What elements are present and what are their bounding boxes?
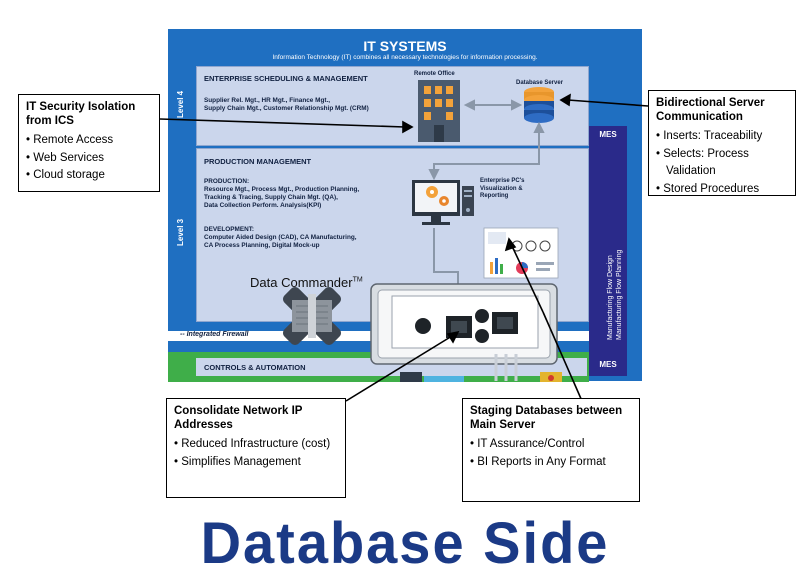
level4-text-line-1: Supplier Rel. Mgt., HR Mgt., Finance Mgt… xyxy=(204,97,331,104)
controls-heading: CONTROLS & AUTOMATION xyxy=(204,363,306,372)
production-line-2: Tracking & Tracing, Supply Chain Mgt. (Q… xyxy=(204,194,338,201)
callout-arrows xyxy=(159,93,649,402)
level4-panel xyxy=(196,66,589,146)
mes-bar xyxy=(589,126,627,376)
mes-bottom-label: MES xyxy=(599,360,617,369)
production-label: PRODUCTION: xyxy=(204,178,250,185)
list-item: Web Services xyxy=(26,150,152,168)
database-server-icon xyxy=(524,87,554,123)
callout-it-security: IT Security Isolation from ICS Remote Ac… xyxy=(18,94,160,192)
callout-consolidate: Consolidate Network IP Addresses Reduced… xyxy=(166,398,346,498)
callout-it-security-title: IT Security Isolation from ICS xyxy=(26,101,136,127)
list-item: Reduced Infrastructure (cost) xyxy=(174,436,338,454)
dashboard-report-icon xyxy=(483,227,559,279)
enterprise-pcs-label: Enterprise PC's Visualization & Reportin… xyxy=(480,178,525,199)
callout-bidirectional-title: Bidirectional Server Communication xyxy=(656,97,765,123)
list-item: Selects: Process Validation xyxy=(656,146,788,181)
list-item: Simplifies Management xyxy=(174,454,338,472)
list-item: Remote Access xyxy=(26,132,152,150)
list-item: Stored Procedures xyxy=(656,181,788,199)
development-line-2: CA Process Planning, Digital Mock-up xyxy=(204,242,320,249)
level4-heading: ENTERPRISE SCHEDULING & MANAGEMENT xyxy=(204,74,368,83)
callout-staging-title: Staging Databases between Main Server xyxy=(470,405,623,431)
office-db-link xyxy=(463,99,523,111)
footer-title: Database Side xyxy=(200,509,610,576)
callout-consolidate-title: Consolidate Network IP Addresses xyxy=(174,405,303,431)
list-item: IT Assurance/Control xyxy=(470,436,632,454)
it-systems-title: IT SYSTEMS xyxy=(363,38,447,54)
callout-bidirectional: Bidirectional Server Communication Inser… xyxy=(648,90,796,196)
it-systems-subtitle: Information Technology (IT) combines all… xyxy=(272,54,538,61)
development-line-1: Computer Aided Design (CAD), CA Manufact… xyxy=(204,234,357,241)
production-line-3: Data Collection Perform. Analysis(KPI) xyxy=(204,202,322,209)
database-server-label: Database Server xyxy=(516,80,564,86)
enterprise-pc-icon xyxy=(412,180,474,225)
production-line-1: Resource Mgt., Process Mgt., Production … xyxy=(204,186,360,193)
mes-top-label: MES xyxy=(599,130,617,139)
level4-text-line-2: Supply Chain Mgt., Customer Relationship… xyxy=(204,105,369,112)
control-hardware-icon xyxy=(400,372,422,382)
callout-staging: Staging Databases between Main Server IT… xyxy=(462,398,640,502)
remote-office-building-icon xyxy=(418,80,460,142)
list-item: Inserts: Traceability xyxy=(656,128,788,146)
data-commander-label: Data CommanderTM xyxy=(250,275,363,290)
list-item: BI Reports in Any Format xyxy=(470,454,632,472)
development-label: DEVELOPMENT: xyxy=(204,226,255,233)
level3-heading: PRODUCTION MANAGEMENT xyxy=(204,157,312,166)
list-item: Cloud storage xyxy=(26,167,152,185)
network-device-icon xyxy=(370,283,558,365)
db-pc-link xyxy=(428,121,545,181)
device-cables xyxy=(494,354,518,381)
data-commander-icon xyxy=(282,286,342,346)
firewall-label: -- Integrated Firewall xyxy=(180,331,249,338)
remote-office-label: Remote Office xyxy=(414,71,455,77)
